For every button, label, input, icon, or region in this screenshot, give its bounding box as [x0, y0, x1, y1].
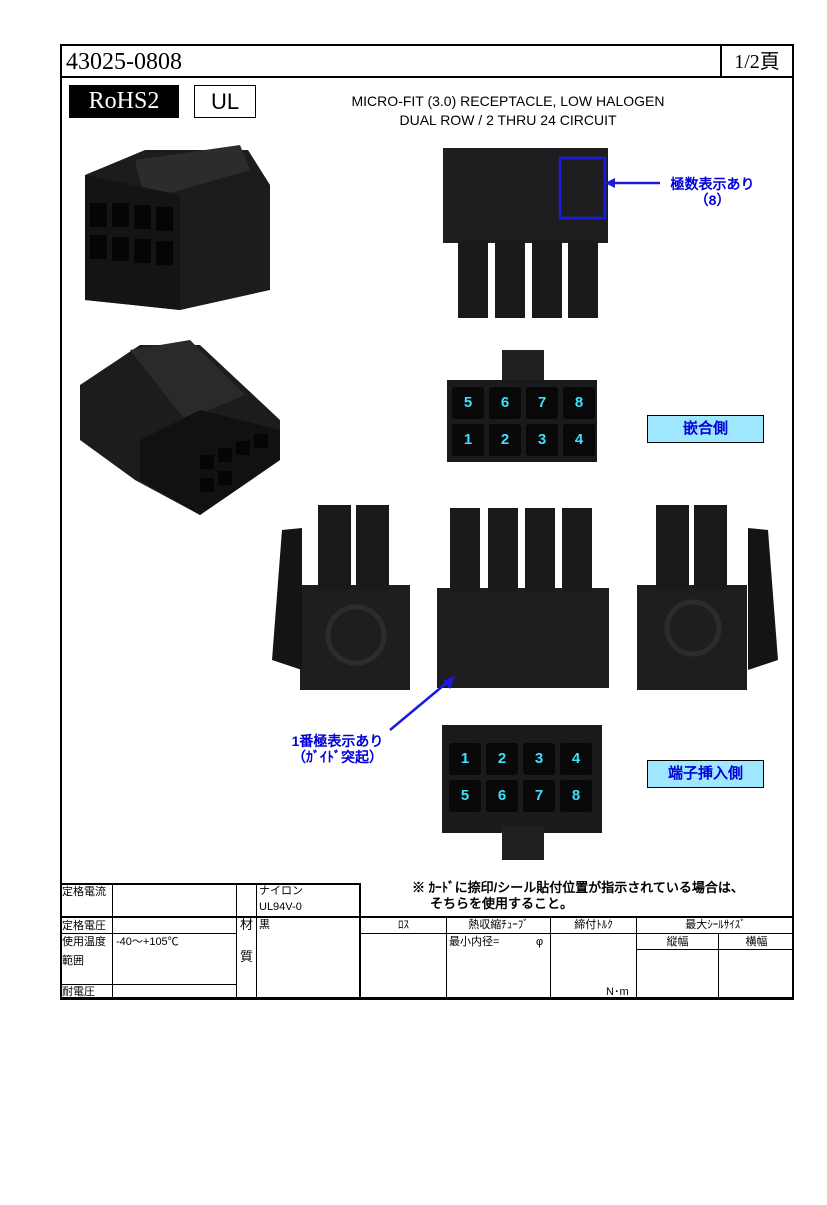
part-number: 43025-0808 [60, 44, 722, 78]
callout-line2: （8） [694, 192, 731, 208]
seal-vertical: 縦幅 [666, 936, 689, 948]
material-label-1: 材 [240, 917, 254, 932]
photo-side-right [637, 505, 778, 690]
product-description: MICRO-FIT (3.0) RECEPTACLE, LOW HALOGEN … [320, 92, 696, 130]
photo-side-left [272, 505, 410, 690]
terminal-pin-number: 8 [571, 787, 581, 804]
seal-size-header: 最大ｼｰﾙｻｲｽﾞ [685, 919, 746, 931]
photo-iso-rear [80, 340, 280, 515]
terminal-pin-cavity: 1 [449, 743, 481, 775]
mating-pin-number: 6 [500, 394, 510, 411]
callout-line1: 極数表示あり [670, 176, 755, 192]
mating-pin-number: 7 [537, 394, 547, 411]
heat-tube-min: 最小内径= [449, 936, 500, 948]
material-color: 黒 [259, 919, 270, 931]
terminal-side-tag: 端子挿入側 [647, 760, 764, 788]
torque-unit: N･m [606, 986, 629, 998]
terminal-pin-cavity: 5 [449, 780, 481, 812]
description-line1: MICRO-FIT (3.0) RECEPTACLE, LOW HALOGEN [351, 93, 665, 109]
note-line1: ※ ｶｰﾄﾞに捺印/シール貼付位置が指示されている場合は、 [412, 880, 744, 895]
mating-pin-number: 5 [463, 394, 473, 411]
rohs-badge: RoHS2 [69, 85, 179, 118]
withstand-voltage-label: 耐電圧 [62, 986, 95, 998]
mating-pin-cavity: 5 [452, 387, 484, 419]
lot-header: ﾛｽ [398, 919, 409, 931]
terminal-pin-cavity: 4 [560, 743, 592, 775]
photo-top-view [443, 148, 660, 318]
terminal-pin-number: 1 [460, 750, 470, 767]
callout-line1: 1番極表示あり [291, 733, 384, 749]
terminal-pin-cavity: 2 [486, 743, 518, 775]
mating-pin-number: 4 [574, 431, 584, 448]
operating-temp-label2: 範囲 [62, 955, 84, 967]
material-2: UL94V-0 [259, 901, 302, 913]
mating-side-tag: 嵌合側 [647, 415, 764, 443]
terminal-pin-cavity: 6 [486, 780, 518, 812]
mating-pin-cavity: 1 [452, 424, 484, 456]
mating-pin-cavity: 3 [526, 424, 558, 456]
ul-badge: UL [194, 85, 256, 118]
terminal-pin-cavity: 7 [523, 780, 555, 812]
polarity-count-callout: 極数表示あり （8） [660, 176, 765, 208]
seal-horizontal: 横幅 [745, 936, 768, 948]
terminal-pin-number: 3 [534, 750, 544, 767]
mating-pin-cavity: 7 [526, 387, 558, 419]
mating-pin-number: 3 [537, 431, 547, 448]
terminal-pin-number: 5 [460, 787, 470, 804]
heat-tube-unit: φ [536, 936, 544, 948]
material-label-2: 質 [240, 949, 254, 964]
callout-line2: （ｶﾞｲﾄﾞ突起） [292, 749, 383, 765]
description-line2: DUAL ROW / 2 THRU 24 CIRCUIT [399, 112, 617, 128]
operating-temp-label: 使用温度 [62, 936, 106, 948]
mating-pin-cavity: 6 [489, 387, 521, 419]
mating-pin-cavity: 8 [563, 387, 595, 419]
photo-iso-front [85, 145, 270, 310]
mating-pin-number: 2 [500, 431, 510, 448]
material-1: ナイロン [259, 885, 303, 897]
rated-voltage-label: 定格電圧 [62, 920, 106, 932]
mating-pin-cavity: 2 [489, 424, 521, 456]
terminal-pin-number: 4 [571, 750, 581, 767]
terminal-pin-number: 7 [534, 787, 544, 804]
torque-header: 締付ﾄﾙｸ [574, 919, 613, 931]
mating-pin-number: 8 [574, 394, 584, 411]
terminal-pin-cavity: 3 [523, 743, 555, 775]
rated-current-label: 定格電流 [62, 886, 106, 898]
page-number: 1/2頁 [720, 44, 794, 78]
note-line2: そちらを使用すること。 [430, 896, 574, 911]
mating-pin-cavity: 4 [563, 424, 595, 456]
operating-temp-value: -40～+105℃ [116, 936, 179, 948]
marking-note: ※ ｶｰﾄﾞに捺印/シール貼付位置が指示されている場合は、 そちらを使用すること… [412, 880, 744, 912]
heat-tube-header: 熱収縮ﾁｭｰﾌﾞ [468, 919, 529, 931]
terminal-pin-number: 6 [497, 787, 507, 804]
terminal-pin-number: 2 [497, 750, 507, 767]
terminal-pin-cavity: 8 [560, 780, 592, 812]
mating-pin-number: 1 [463, 431, 473, 448]
photo-side-front [389, 508, 609, 731]
pin1-callout: 1番極表示あり （ｶﾞｲﾄﾞ突起） [280, 733, 395, 765]
